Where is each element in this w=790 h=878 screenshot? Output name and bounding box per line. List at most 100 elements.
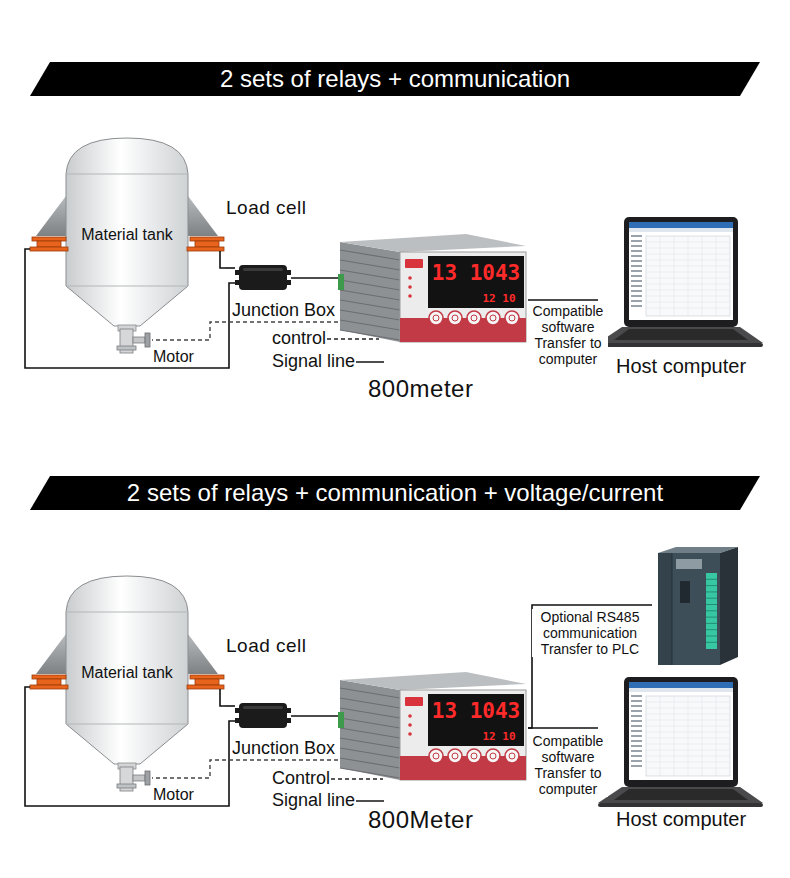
shape-detail (36, 634, 66, 674)
shape-detail (505, 311, 519, 325)
shape-detail (706, 610, 717, 611)
sub-display-reading: 12 10 (476, 730, 522, 744)
shape-detail (340, 280, 400, 290)
shape-detail (340, 758, 400, 768)
shape-detail (631, 270, 642, 272)
shape-detail (660, 696, 661, 776)
shape-detail (706, 604, 717, 605)
shape-detail (452, 753, 458, 759)
shape-detail (340, 718, 400, 728)
signal-line (528, 299, 598, 301)
motor-valve-shape (116, 767, 152, 793)
motor-valve-shape (116, 329, 152, 355)
host-computer-label: Host computer (616, 355, 746, 378)
shape-detail (408, 723, 412, 727)
band-heading: 2 sets of relays + communication (30, 62, 760, 96)
shape-detail (490, 753, 496, 759)
signal-line (528, 727, 598, 729)
shape-detail (66, 612, 188, 613)
plc-callout: Optional RS485 communication Transfer to… (532, 609, 648, 657)
sub-display-reading: 12 10 (476, 292, 522, 306)
plc-module: Optional RS485 communication Transfer to… (652, 545, 740, 665)
main-display-reading: 13 1043 (428, 696, 524, 726)
shape-detail (631, 720, 642, 722)
shape-detail (702, 696, 703, 776)
part-label: Load cell (226, 197, 307, 219)
shape-detail (408, 294, 412, 298)
shape-detail (145, 771, 150, 785)
shape-detail (631, 745, 642, 747)
material-tank: Material tank (22, 572, 225, 776)
shape-detail (631, 285, 642, 287)
shape-detail (658, 553, 672, 665)
shape-detail (676, 559, 702, 569)
legend-row: Signal line (272, 790, 384, 811)
shape-detail (195, 679, 219, 685)
shape-detail (631, 725, 642, 727)
shape-detail (340, 708, 400, 718)
shape-detail (706, 598, 717, 599)
connection-label: Compatible software Transfer to computer (528, 733, 608, 797)
junction-box-shape (235, 702, 291, 729)
weighing-meter: 13 104312 10 (338, 232, 528, 344)
shape-detail (716, 696, 717, 776)
connection-label: Compatible software Transfer to computer (528, 303, 608, 367)
shape-detail (30, 685, 68, 689)
shape-detail (598, 327, 763, 343)
shape-detail (408, 732, 412, 736)
shape-detail (243, 706, 283, 709)
legend-text: control (272, 328, 326, 349)
tank-label: Material tank (66, 664, 188, 682)
shape-detail (598, 787, 763, 803)
signal-line (225, 705, 235, 707)
legend-text: Control (272, 768, 330, 789)
shape-detail (631, 290, 642, 292)
shape-detail (629, 682, 733, 780)
shape-detail (674, 696, 675, 776)
junction-box-label: Junction Box (232, 738, 335, 759)
shape-detail (629, 682, 733, 688)
signal-line (291, 715, 338, 717)
weighing-meter-shape (338, 670, 528, 782)
shape-detail (706, 629, 717, 630)
shape-detail (646, 236, 730, 316)
shape-detail (408, 285, 412, 289)
shape-detail (629, 228, 733, 232)
shape-detail (356, 361, 384, 363)
shape-detail (239, 265, 287, 290)
legend-row: Control (272, 768, 383, 789)
shape-detail (631, 750, 642, 752)
host-laptop-shape (598, 215, 763, 350)
shape-detail (631, 705, 642, 707)
shape-detail (631, 695, 642, 697)
shape-detail (702, 236, 703, 316)
shape-detail (220, 689, 225, 706)
shape-detail (187, 685, 224, 689)
shape-detail (400, 690, 526, 780)
shape-detail (30, 62, 760, 96)
shape-detail (340, 738, 400, 748)
shape-detail (631, 280, 642, 282)
shape-detail (486, 311, 500, 325)
legend-line-sample (327, 333, 379, 345)
shape-detail (408, 714, 412, 718)
host-laptop: Host computer (598, 215, 763, 350)
shape-detail (428, 694, 524, 746)
shape-detail (433, 315, 439, 321)
shape-detail (631, 240, 642, 242)
shape-detail (631, 235, 642, 237)
shape-detail (405, 697, 423, 706)
section-band: 2 sets of relays + communication + volta… (30, 476, 760, 510)
motor-valve: Motor (116, 329, 152, 355)
shape-detail (190, 237, 224, 241)
shape-detail (509, 753, 515, 759)
shape-detail (631, 265, 642, 267)
shape-detail (598, 803, 763, 807)
shape-detail (509, 315, 515, 321)
shape-detail (243, 268, 283, 271)
shape-detail (706, 617, 717, 618)
junction-box-label: Junction Box (232, 300, 335, 321)
shape-detail (706, 585, 717, 586)
shape-detail (133, 775, 145, 781)
shape-detail (674, 236, 675, 316)
